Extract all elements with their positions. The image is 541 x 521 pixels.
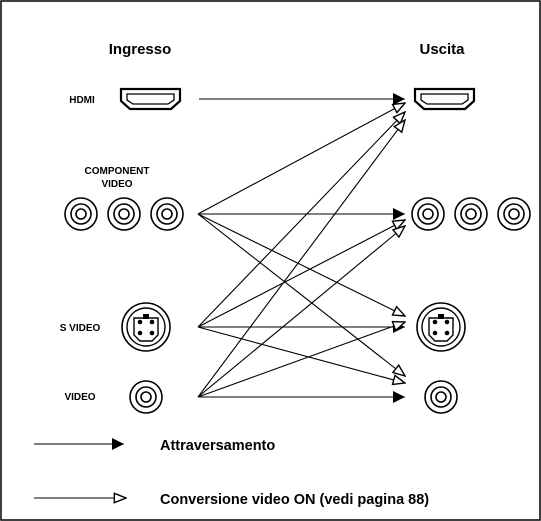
input-header: Ingresso xyxy=(109,41,172,58)
label-svideo: S VIDEO xyxy=(60,323,101,334)
arrow-video-to-component xyxy=(197,226,405,398)
video-input-jack-icon xyxy=(129,380,163,414)
arrow-component-to-svideo xyxy=(197,213,405,316)
arrow-svideo-to-video xyxy=(197,326,405,383)
arrow-svideo-to-component xyxy=(197,220,405,328)
component-input-jacks-icon xyxy=(64,197,184,231)
legend-passthrough-label: Attraversamento xyxy=(160,438,275,454)
svideo-input-jack-icon xyxy=(121,302,171,352)
arrow-component-to-hdmi xyxy=(197,103,405,215)
hdmi-output-connector-icon xyxy=(413,87,476,111)
arrow-svideo-to-hdmi xyxy=(197,112,405,328)
label-hdmi: HDMI xyxy=(69,95,95,106)
legend-conversion-label: Conversione video ON (vedi pagina 88) xyxy=(160,492,429,508)
component-output-jacks-icon xyxy=(411,197,531,231)
hdmi-input-connector-icon xyxy=(119,87,182,111)
video-output-jack-icon xyxy=(424,380,458,414)
connection-arrows xyxy=(197,93,405,403)
label-video: VIDEO xyxy=(64,392,95,403)
label-component-line2: VIDEO xyxy=(101,179,132,190)
label-component-line1: COMPONENT xyxy=(85,166,150,177)
arrow-video-to-hdmi xyxy=(197,120,405,398)
arrow-video-to-svideo xyxy=(197,322,405,398)
arrow-component-to-video xyxy=(197,213,405,376)
svideo-output-jack-icon xyxy=(416,302,466,352)
output-header: Uscita xyxy=(419,41,465,58)
